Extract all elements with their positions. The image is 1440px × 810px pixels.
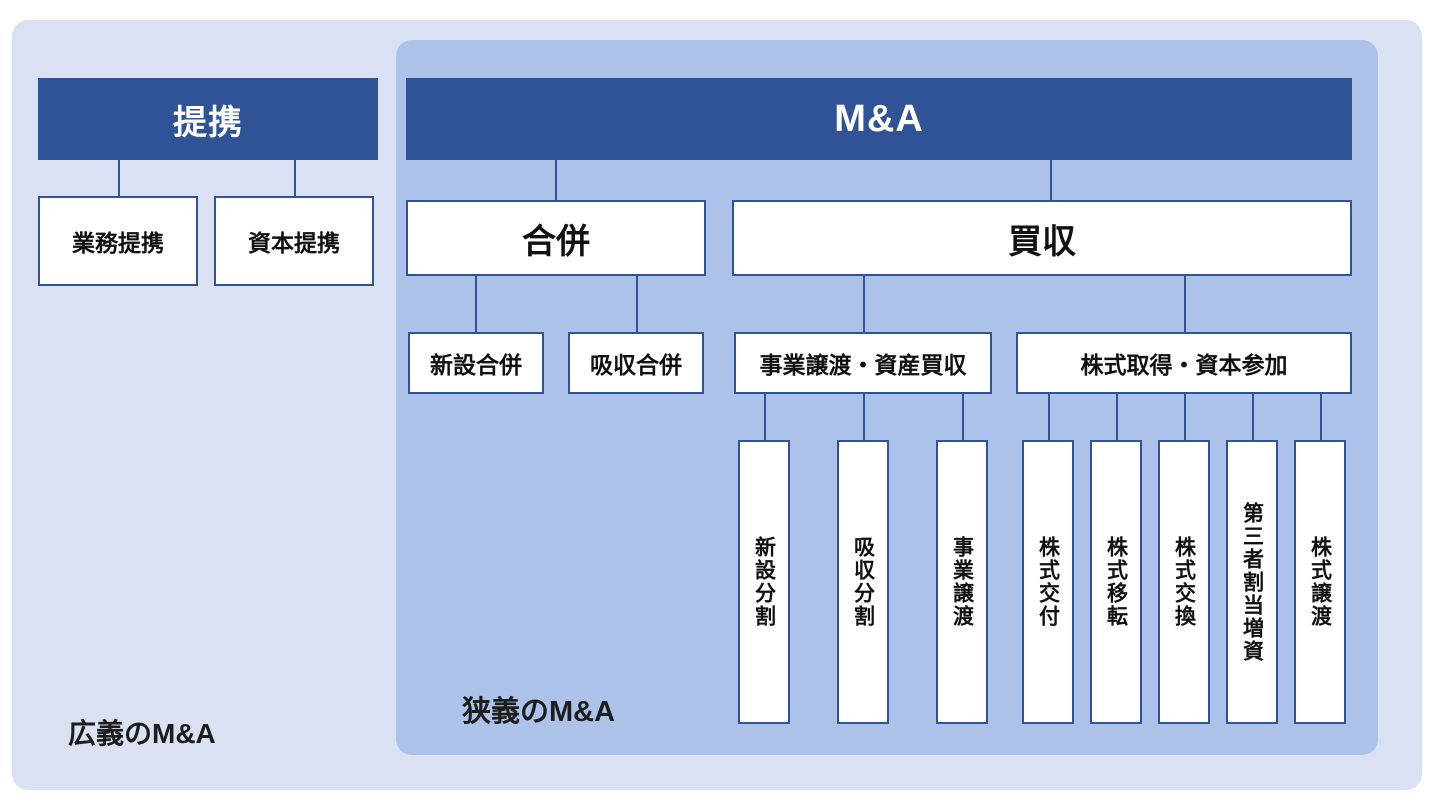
leaf-box-kabushiki-iten[interactable]: 株式移転 [1090,440,1142,724]
gappei-child-shinsetsu-gappei[interactable]: 新設合併 [408,332,544,394]
leaf-box-jigyo-joto[interactable]: 事業譲渡 [936,440,988,724]
baishu-child-jigyo-joto-shisan-baishu[interactable]: 事業譲渡・資産買収 [734,332,992,394]
box-label: 株式交付 [1036,536,1060,628]
gappei-child-kyushu-gappei[interactable]: 吸収合併 [568,332,704,394]
box-label: 株式交換 [1172,536,1196,628]
connector-to-leaf-daisansha-wariate [1252,394,1254,442]
connector-to-leaf-shinsetsu-bunkatsu [764,394,766,442]
connector-to-leaf-jigyo-joto [962,394,964,442]
connector-to-leaf-kyushu-bunkatsu [863,394,865,442]
ma-header: M&A [406,78,1352,160]
connector-baishu-to-kabushiki-shutoku [1184,276,1186,332]
connector-alliance-to-gyomu [118,160,120,196]
ma-child-baishu[interactable]: 買収 [732,200,1352,276]
box-label: 新設合併 [430,352,522,378]
box-label: 買収 [1008,222,1076,261]
box-label: 資本提携 [248,230,340,256]
connector-ma-to-baishu [1050,160,1052,200]
box-label: 業務提携 [72,230,164,256]
connector-ma-to-gappei [555,160,557,200]
box-label: 第三者割当増資 [1240,501,1264,663]
leaf-box-daisansha-wariate-zoshi[interactable]: 第三者割当増資 [1226,440,1278,724]
box-label: 事業譲渡・資産買収 [759,352,967,378]
connector-to-leaf-kabushiki-joto [1320,394,1322,442]
connector-to-leaf-kabushiki-kofu [1048,394,1050,442]
box-label: 吸収分割 [851,536,875,628]
connector-gappei-to-kyushu [636,276,638,332]
broad-ma-caption: 広義のM&A [68,718,216,749]
ma-child-gappei[interactable]: 合併 [406,200,706,276]
box-label: 株式移転 [1104,536,1128,628]
connector-baishu-to-jigyo-joto [863,276,865,332]
connector-to-leaf-kabushiki-kokan [1184,394,1186,442]
leaf-box-kabushiki-kofu[interactable]: 株式交付 [1022,440,1074,724]
leaf-box-kyushu-bunkatsu[interactable]: 吸収分割 [837,440,889,724]
box-label: 合併 [522,222,590,261]
connector-alliance-to-shihon [294,160,296,196]
connector-to-leaf-kabushiki-iten [1116,394,1118,442]
narrow-ma-caption: 狭義のM&A [462,696,616,728]
box-label: 株式譲渡 [1308,536,1332,628]
box-label: 事業譲渡 [950,536,974,628]
box-label: 新設分割 [752,536,776,628]
connector-gappei-to-shinsetsu [475,276,477,332]
leaf-box-kabushiki-kokan[interactable]: 株式交換 [1158,440,1210,724]
box-label: 吸収合併 [590,352,682,378]
alliance-child-shihon-teikei[interactable]: 資本提携 [214,196,374,286]
baishu-child-kabushiki-shutoku-shihon-sanka[interactable]: 株式取得・資本参加 [1016,332,1352,394]
alliance-header: 提携 [38,78,378,160]
leaf-box-kabushiki-joto[interactable]: 株式譲渡 [1294,440,1346,724]
alliance-child-gyomu-teikei[interactable]: 業務提携 [38,196,198,286]
box-label: 株式取得・資本参加 [1080,352,1288,378]
leaf-box-shinsetsu-bunkatsu[interactable]: 新設分割 [738,440,790,724]
